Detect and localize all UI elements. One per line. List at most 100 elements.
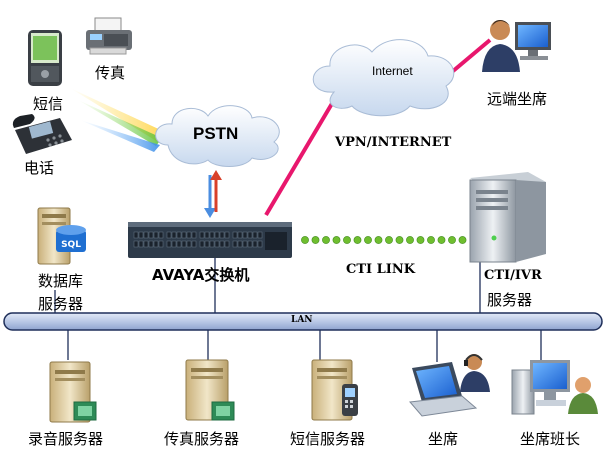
lan-bus [3, 312, 603, 331]
switch-port [133, 240, 139, 248]
switch-port [219, 240, 225, 248]
pstn-label: PSTN [193, 124, 239, 143]
pstn-switch-arrows [204, 170, 222, 218]
switch-port [158, 240, 164, 248]
switch-port [181, 240, 187, 248]
desk-phone-icon [12, 114, 72, 154]
workstation-icon [511, 360, 570, 415]
recording-server-label: 录音服务器 [28, 430, 104, 448]
cti-link-dot [458, 236, 467, 244]
switch-port [199, 231, 205, 239]
switch-port [191, 240, 197, 248]
switch-port [232, 231, 238, 239]
remote-agent-icon [482, 20, 551, 72]
cti-link-dot [311, 236, 320, 244]
vpn-internet-label: VPN/INTERNET [335, 135, 452, 150]
switch-port [242, 240, 248, 248]
cti-link-dot [364, 236, 372, 244]
laptop-icon [409, 362, 478, 417]
switch-port [138, 231, 144, 239]
sql-badge-text: SQL [61, 240, 81, 250]
cti-link-dot [437, 236, 446, 244]
switch-port [181, 231, 187, 239]
cti-link-dot [416, 236, 425, 244]
switch-port [143, 240, 149, 248]
switch-port [224, 231, 230, 239]
switch-port [166, 240, 172, 248]
cti-link-dot [427, 236, 435, 244]
cti-link-dots [301, 236, 467, 244]
fax-server-label: 传真服务器 [164, 430, 240, 448]
cti-link-dot [385, 236, 393, 244]
switch-port [143, 231, 149, 239]
switch-port [186, 231, 192, 239]
switch-port [232, 240, 238, 248]
switch-port [199, 240, 205, 248]
switch-port [247, 240, 253, 248]
avaya-switch-label: AVAYA交换机 [152, 266, 250, 284]
phone-device-label: 电话 [24, 159, 55, 177]
agent-supervisor-label: 坐席班长 [520, 430, 581, 448]
switch-port [257, 240, 263, 248]
supervisor-person-icon [568, 377, 598, 414]
sms-server-label: 短信服务器 [290, 430, 366, 448]
switch-port [148, 231, 154, 239]
sql-database-icon: SQL [56, 225, 86, 252]
lan-drops [54, 258, 542, 362]
switch-port [247, 231, 253, 239]
switch-port [176, 240, 182, 248]
switch-port [204, 240, 210, 248]
pda-icon [28, 30, 62, 86]
switch-port [186, 240, 192, 248]
switch-port [133, 231, 139, 239]
signal-beams [70, 88, 165, 152]
switch-port [153, 240, 159, 248]
switch-port [158, 231, 164, 239]
cti-link-dot [448, 236, 456, 244]
sms-device-label: 短信 [33, 95, 64, 113]
cti-link-dot [353, 236, 362, 244]
database-server-icon: SQL [37, 207, 86, 265]
switch-port [138, 240, 144, 248]
switch-port [237, 231, 243, 239]
switch-port [237, 240, 243, 248]
cti-link-dot [395, 236, 404, 244]
cti-link-dot [343, 236, 351, 244]
switch-port [252, 240, 258, 248]
cti-link-dot [332, 236, 341, 244]
cti-ivr-server-label-line1: CTI/IVR [484, 268, 542, 283]
switch-port [171, 240, 177, 248]
agent-label: 坐席 [428, 430, 459, 448]
switch-port [214, 231, 220, 239]
fax-device-label: 传真 [95, 64, 126, 82]
switch-port [204, 231, 210, 239]
switch-port [153, 231, 159, 239]
recording-server-icon [49, 361, 97, 423]
remote-agent-label: 远端坐席 [487, 90, 548, 108]
switch-port [176, 231, 182, 239]
switch-port [219, 231, 225, 239]
fax-server-icon [185, 359, 235, 421]
internet-cloud-icon [312, 39, 455, 117]
cti-link-dot [322, 236, 330, 244]
pstn-cloud-icon [155, 105, 280, 167]
lan-label: LAN [291, 315, 313, 325]
switch-ports [133, 231, 263, 248]
switch-port [257, 231, 263, 239]
switch-port [171, 231, 177, 239]
switch-icon [128, 222, 292, 258]
internet-label: Internet [372, 64, 413, 78]
switch-port [242, 231, 248, 239]
cti-link-dot [406, 236, 414, 244]
database-server-label-line1: 数据库 [38, 272, 84, 290]
cti-link-dot [374, 236, 383, 244]
switch-port [214, 240, 220, 248]
switch-port [209, 240, 215, 248]
cti-ivr-server-label-line2: 服务器 [487, 291, 533, 309]
switch-port [148, 240, 154, 248]
database-server-label-line2: 服务器 [38, 295, 84, 313]
fax-machine-icon [86, 17, 132, 55]
switch-port [252, 231, 258, 239]
